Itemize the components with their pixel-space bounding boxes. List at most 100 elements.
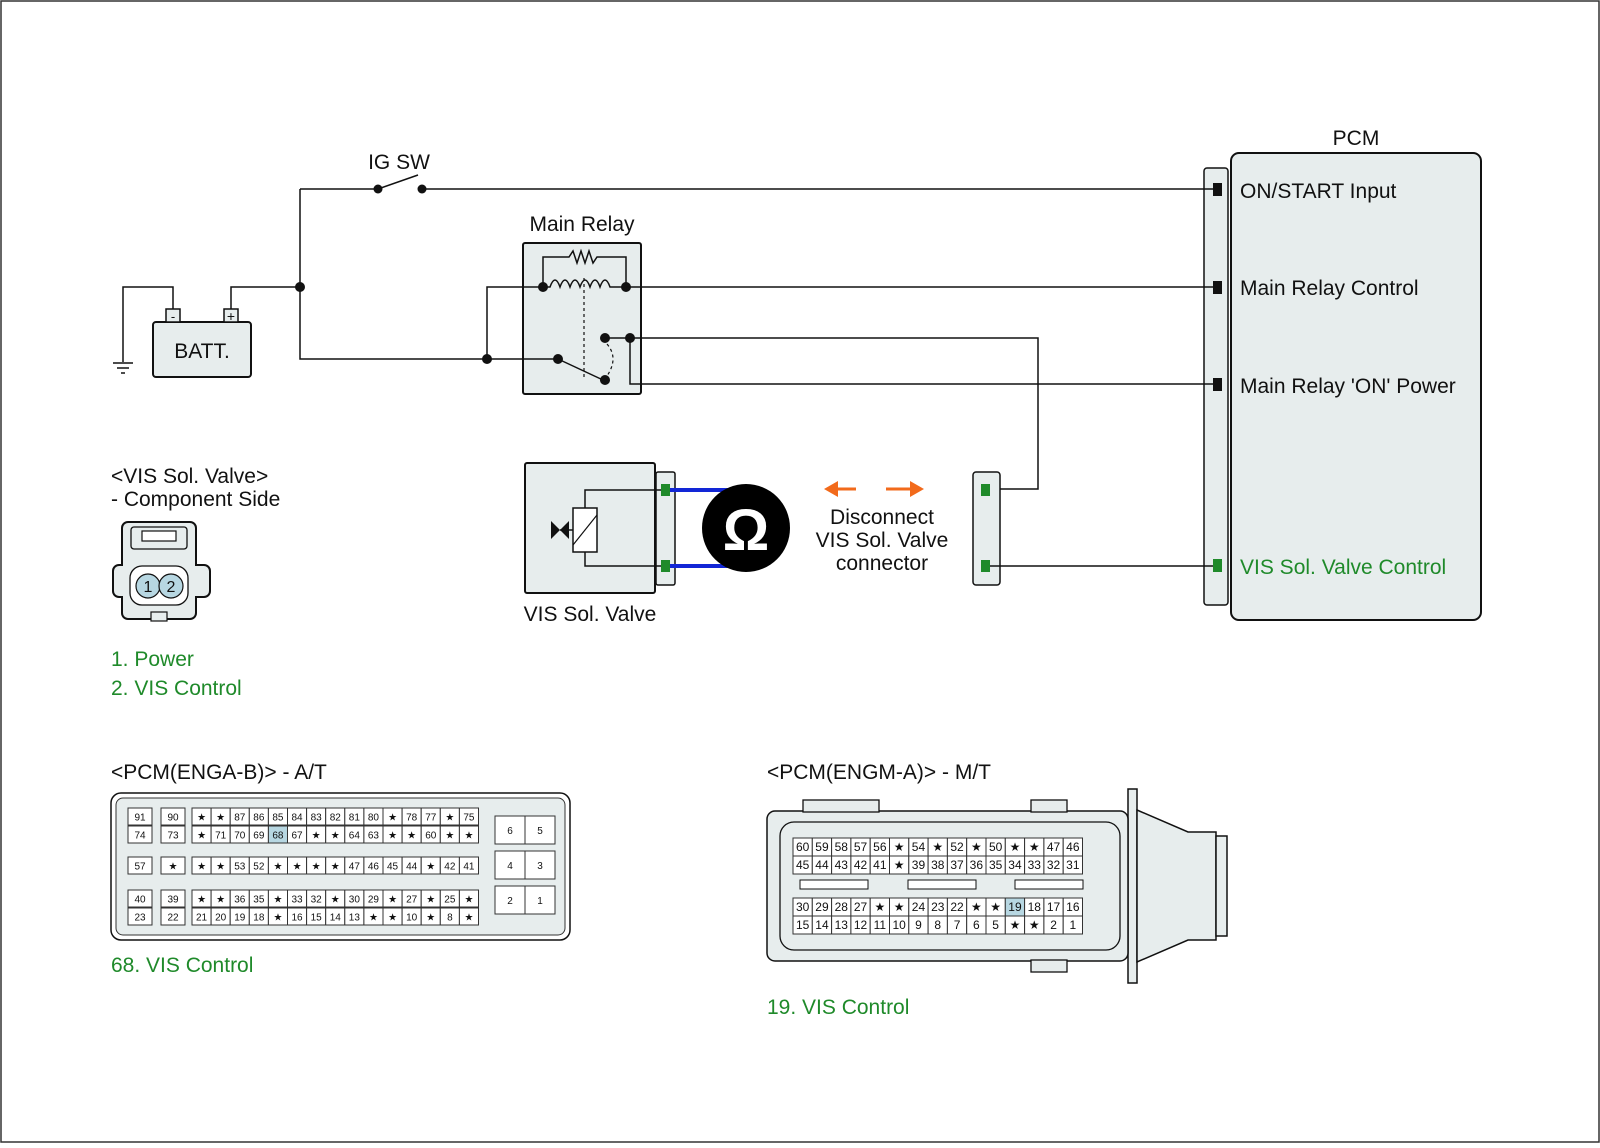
pcm-at-pin: 86: [253, 813, 265, 824]
pcm-mt-housing-cap: [1215, 835, 1228, 937]
pcm-at-pin: ★: [331, 895, 340, 906]
pcm-mt-pin: 52: [950, 840, 964, 854]
pcm-mt-pin: 38: [931, 858, 945, 872]
pcm-mt-tab-1: [802, 799, 880, 813]
pcm-at-pin: 67: [291, 831, 303, 842]
pcm-mt-pin: 2: [1050, 918, 1057, 932]
pcm-at-pin: 6: [507, 826, 513, 837]
relay-coil: [543, 279, 626, 290]
pcm-mt-pin: 5: [992, 918, 999, 932]
pcm-at-pin: 85: [272, 813, 284, 824]
pcm-at-pin: ★: [216, 895, 225, 906]
main-relay-box: [522, 242, 642, 395]
pcm-at-pin: 70: [234, 831, 246, 842]
pcm-at-pin: ★: [464, 831, 473, 842]
pcm-at-pin: 25: [444, 895, 456, 906]
pcm-mt-key-slot-1: [799, 879, 869, 890]
component-pin-1-label: 1: [144, 579, 153, 596]
pcm-mt-pin: 29: [815, 900, 829, 914]
pcm-mt-pin: 22: [950, 900, 964, 914]
harness-pin-1: [981, 484, 990, 496]
pcm-mt-pin: 28: [835, 900, 849, 914]
pcm-at-pin: 15: [311, 913, 323, 924]
pcm-at-pin: 87: [234, 813, 246, 824]
pcm-at-pin: 10: [406, 913, 418, 924]
component-pin-2-label: 2: [167, 579, 176, 596]
junction-dot: [295, 282, 305, 292]
pcm-at-pin-cell: [524, 850, 556, 880]
pcm-at-pin: ★: [407, 831, 416, 842]
pcm-at-pin: 35: [253, 895, 265, 906]
ig-sw-blade: [377, 174, 419, 190]
pcm-mt-pin: 46: [1066, 840, 1080, 854]
pcm-at-pin: 27: [406, 895, 418, 906]
pcm-at-pin: 80: [368, 813, 380, 824]
relay-coil-supply-wire: [486, 286, 543, 359]
pcm-at-pin: ★: [426, 895, 435, 906]
ohmmeter-icon: [702, 484, 790, 572]
pcm-mt-pin: 54: [912, 840, 926, 854]
pcm-at-pin-cell: [458, 856, 479, 875]
pcm-at-pin: 30: [349, 895, 361, 906]
relay-switch-arc: [606, 343, 614, 377]
pcm-at-pin: ★: [216, 813, 225, 824]
battery-bus-wire: [299, 189, 487, 360]
pcm-at-pin-cell: [524, 885, 556, 915]
pcm-at-pin: 78: [406, 813, 418, 824]
vis-solenoid-diagonal: [572, 514, 598, 546]
pcm-mt-pin: 12: [854, 918, 868, 932]
pcm-mt-pin: 6: [973, 918, 980, 932]
harness-connector: [972, 471, 1001, 586]
pcm-at-pin: 63: [368, 831, 380, 842]
pcm-at-pin-cell: [160, 889, 186, 908]
pcm-mt-pin: 8: [934, 918, 941, 932]
pcm-mt-pin: 18: [1028, 900, 1042, 914]
pcm-mt-pin: ★: [894, 858, 905, 872]
disconnect-arrow-left-icon: [824, 481, 838, 497]
pcm-at-pin: ★: [197, 831, 206, 842]
pcm-at-pin: 39: [167, 895, 179, 906]
pcm-mt-pin: 42: [854, 858, 868, 872]
pcm-at-pin: 40: [134, 895, 146, 906]
pcm-at-pin: ★: [331, 831, 340, 842]
pcm-mt-title: <PCM(ENGM-A)> - M/T: [767, 761, 991, 784]
pcm-at-pin: 23: [134, 913, 146, 924]
pcm-at-pin-cell: [127, 807, 153, 826]
pcm-at-pin-cell: [458, 807, 479, 826]
pcm-mt-pin: ★: [1010, 840, 1021, 854]
pcm-at-pin: 77: [425, 813, 437, 824]
pcm-at-pin: 22: [167, 913, 179, 924]
pcm-at-pin: 33: [291, 895, 303, 906]
disconnect-arrow-right-icon: [910, 481, 924, 497]
pcm-pin-main-relay-control: [1213, 281, 1222, 294]
pcm-mt-pin: 13: [835, 918, 849, 932]
pcm-at-pin-cell: [160, 825, 186, 844]
disconnect-text-2: VIS Sol. Valve: [816, 529, 949, 552]
pcm-at-pin: 60: [425, 831, 437, 842]
pcm-at-pin: ★: [197, 862, 206, 873]
pcm-mt-pin: 27: [854, 900, 868, 914]
pcm-mt-pin: ★: [894, 840, 905, 854]
pcm-at-pin: 5: [537, 826, 543, 837]
pcm-at-pin: 1: [537, 896, 543, 907]
pcm-at-pin: 14: [330, 913, 342, 924]
pcm-mt-pin: 14: [815, 918, 829, 932]
pcm-mt-pin: 9: [915, 918, 922, 932]
pcm-at-pin: ★: [445, 831, 454, 842]
pcm-mt-key-slot-2: [907, 879, 977, 890]
pcm-at-pin: 3: [537, 861, 543, 872]
component-pin-2: [158, 573, 184, 599]
relay-switch-blade: [557, 358, 604, 381]
pcm-mt-pin: 11: [874, 918, 887, 932]
battery-box: [152, 321, 252, 378]
pcm-mt-pin: ★: [1029, 918, 1040, 932]
pcm-at-pin: 45: [387, 862, 399, 873]
pcm-at-pin-cell: [458, 907, 479, 926]
battery-label: BATT.: [174, 340, 230, 363]
pcm-pin-main-relay-power: [1213, 378, 1222, 391]
ground-icon: [113, 362, 133, 374]
pcm-mt-pin: 39: [912, 858, 926, 872]
pcm-at-title: <PCM(ENGA-B)> - A/T: [111, 761, 327, 784]
